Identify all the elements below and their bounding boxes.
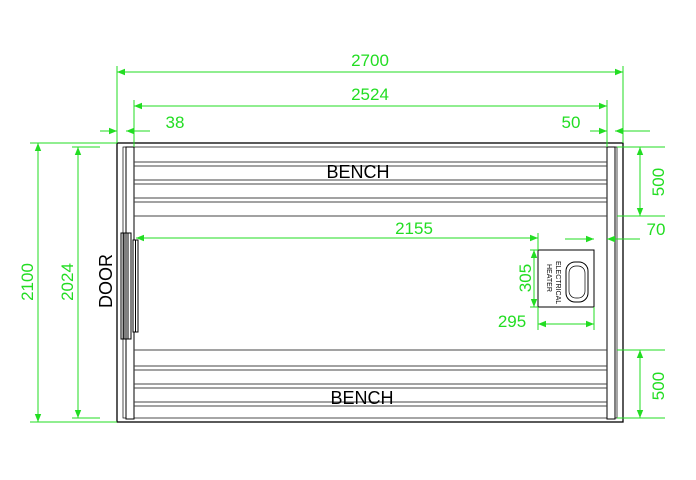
dim-heater-offset: 70 xyxy=(647,220,666,239)
dim-inner-width: 2524 xyxy=(351,85,389,104)
dim-left-wall: 38 xyxy=(166,113,185,132)
heater-label-line2: HEATER xyxy=(545,264,552,292)
electrical-heater: ELECTRICAL HEATER xyxy=(537,249,595,308)
dim-heater-width: 295 xyxy=(498,312,526,331)
dimension-lines xyxy=(30,66,665,423)
bench-bottom-slats xyxy=(134,349,607,407)
dim-bench-bottom-depth: 500 xyxy=(649,372,668,400)
door xyxy=(120,232,139,340)
door-label: DOOR xyxy=(96,254,116,308)
dim-overall-height: 2100 xyxy=(18,263,37,301)
bench-top-label: BENCH xyxy=(326,162,389,182)
dim-overall-width: 2700 xyxy=(351,51,389,70)
dim-inner-height: 2024 xyxy=(58,263,77,301)
bench-bottom-label: BENCH xyxy=(330,388,393,408)
heater-label-line1: ELECTRICAL xyxy=(554,261,561,304)
dim-heater-depth: 305 xyxy=(516,264,535,292)
dim-heater-distance: 2155 xyxy=(395,219,433,238)
bench-top-slats xyxy=(134,161,607,217)
dim-bench-top-depth: 500 xyxy=(649,168,668,196)
dim-right-wall: 50 xyxy=(562,113,581,132)
sauna-walls xyxy=(116,142,624,423)
